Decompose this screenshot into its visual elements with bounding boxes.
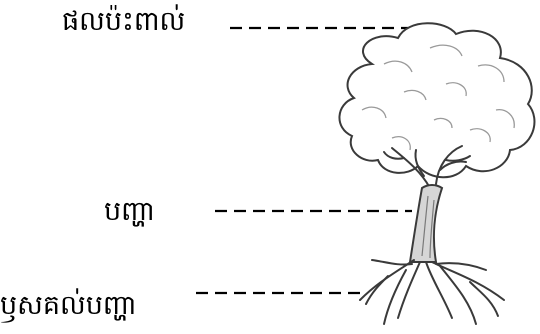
tree-roots — [359, 259, 505, 325]
trunk-label: បញ្ហា — [104, 196, 155, 227]
tree-illustration — [338, 22, 536, 325]
canopy-label: ផលប៉ះពាល់ — [62, 6, 186, 37]
tree-trunk — [408, 184, 444, 263]
tree-branches — [383, 145, 471, 189]
trunk-shading — [421, 195, 435, 259]
roots-label: ឫសគល់បញ្ហា — [0, 290, 137, 321]
canopy-shading — [361, 44, 515, 151]
